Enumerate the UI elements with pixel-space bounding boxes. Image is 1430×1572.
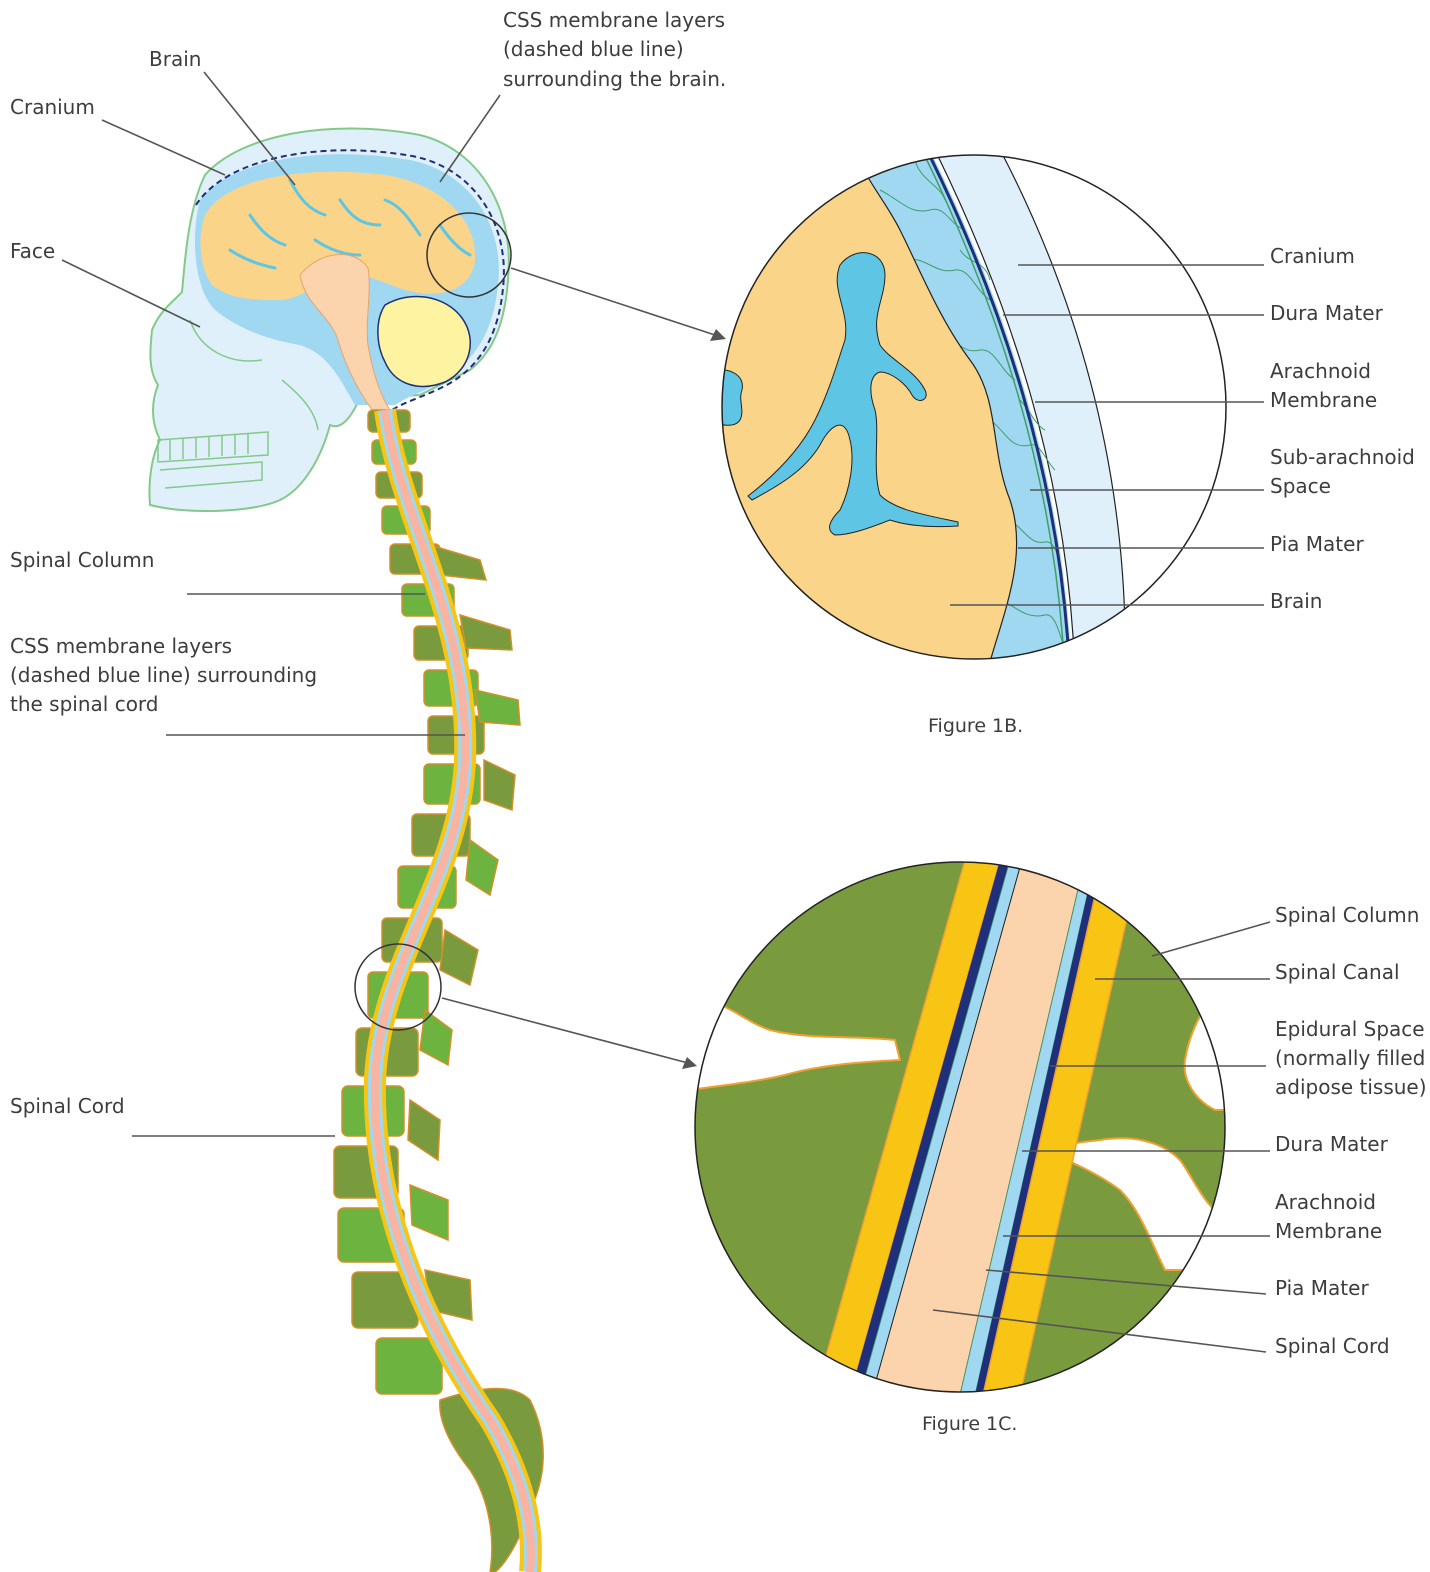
fig1b-label-pia: Pia Mater xyxy=(1270,532,1364,556)
label-css-brain-line3: surrounding the brain. xyxy=(503,67,726,91)
fig1b-label-subarachnoid-line2: Space xyxy=(1270,474,1331,498)
label-css-cord-line3: the spinal cord xyxy=(10,692,159,716)
figure-1b: Cranium Dura Mater Arachnoid Membrane Su… xyxy=(700,140,1415,737)
label-css-brain-line2: (dashed blue line) xyxy=(503,37,684,61)
fig1b-label-subarachnoid-line1: Sub-arachnoid xyxy=(1270,445,1415,469)
fig1b-label-arachnoid-line2: Membrane xyxy=(1270,388,1377,412)
arrow-head-1c xyxy=(682,1057,697,1069)
fig1c-label-spinal-column: Spinal Column xyxy=(1275,903,1419,927)
label-face: Face xyxy=(10,239,55,263)
label-css-brain-line1: CSS membrane layers xyxy=(503,8,725,32)
label-spinal-column: Spinal Column xyxy=(10,548,154,572)
fig1c-label-spinal-cord: Spinal Cord xyxy=(1275,1334,1390,1358)
fig1c-caption: Figure 1C. xyxy=(922,1413,1017,1435)
fig1b-vessel-left xyxy=(710,370,742,426)
figure-1c: Spinal Column Spinal Canal Epidural Spac… xyxy=(690,860,1427,1435)
fig1c-label-epidural-line3: adipose tissue) xyxy=(1275,1075,1427,1099)
fig1c-label-arachnoid-line1: Arachnoid xyxy=(1275,1190,1376,1214)
label-spinal-cord: Spinal Cord xyxy=(10,1094,125,1118)
label-cranium: Cranium xyxy=(10,95,95,119)
fig1b-label-dura: Dura Mater xyxy=(1270,301,1384,325)
fig1c-label-epidural-line2: (normally filled xyxy=(1275,1046,1425,1070)
label-brain: Brain xyxy=(149,47,201,71)
fig1c-label-pia: Pia Mater xyxy=(1275,1276,1369,1300)
fig1c-label-arachnoid-line2: Membrane xyxy=(1275,1219,1382,1243)
label-css-cord-line1: CSS membrane layers xyxy=(10,634,232,658)
label-css-cord-line2: (dashed blue line) surrounding xyxy=(10,663,317,687)
skull-illustration xyxy=(149,128,508,511)
fig1c-label-dura: Dura Mater xyxy=(1275,1132,1389,1156)
fig1b-caption: Figure 1B. xyxy=(928,715,1023,737)
fig1c-label-epidural-line1: Epidural Space xyxy=(1275,1017,1425,1041)
fig1b-label-cranium: Cranium xyxy=(1270,244,1355,268)
fig1b-vessel-bottom xyxy=(800,614,828,630)
fig1c-label-spinal-canal: Spinal Canal xyxy=(1275,960,1400,984)
fig1b-label-brain: Brain xyxy=(1270,589,1322,613)
fig1b-label-arachnoid-line1: Arachnoid xyxy=(1270,359,1371,383)
